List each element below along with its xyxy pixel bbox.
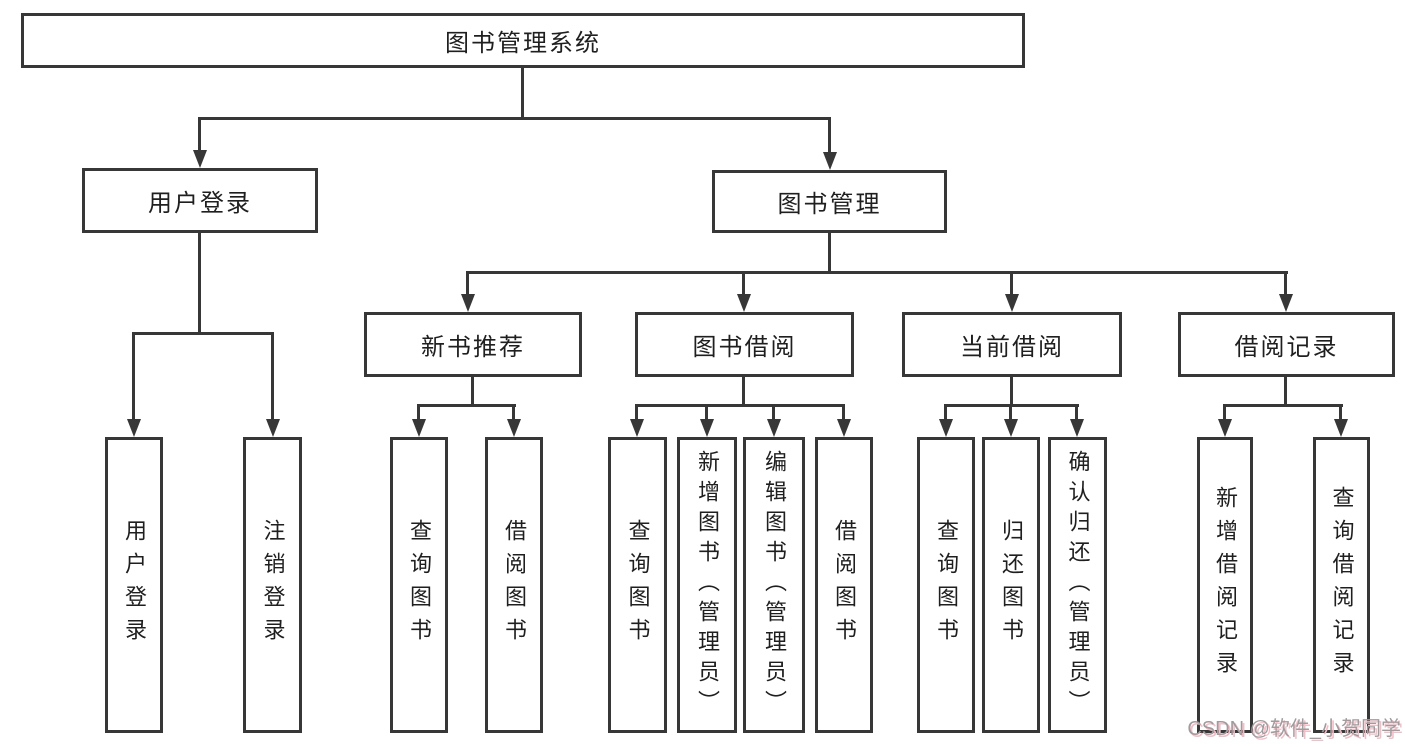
connector-line [512, 404, 515, 421]
connector-line [1009, 404, 1012, 421]
node-borrow-records: 借阅记录 [1178, 312, 1395, 377]
node-label: 图书借阅 [692, 334, 797, 361]
leaf-borrow-books-recommend: 借阅图书 [485, 437, 543, 733]
connector-line [1075, 404, 1078, 421]
leaf-query-books-recommend: 查询图书 [390, 437, 448, 733]
arrow-down-icon [939, 419, 953, 437]
leaf-confirm-return-admin: 确认归还（管理员） [1048, 437, 1107, 733]
arrow-down-icon [193, 150, 207, 168]
arrow-down-icon [412, 419, 426, 437]
connector-line [1284, 271, 1287, 296]
node-label: 新书推荐 [421, 334, 525, 361]
leaf-label: 编辑图书（管理员） [762, 450, 787, 720]
arrow-down-icon [1218, 419, 1232, 437]
leaf-label: 新增图书（管理员） [695, 450, 720, 720]
leaf-query-books-borrowing: 查询图书 [608, 437, 667, 733]
node-label: 借阅记录 [1234, 334, 1339, 361]
connector-line [198, 117, 201, 152]
arrow-down-icon [1070, 419, 1084, 437]
leaf-add-borrow-record: 新增借阅记录 [1197, 437, 1253, 733]
connector-line [828, 117, 831, 154]
connector-line [271, 332, 274, 421]
connector-line [705, 404, 708, 421]
leaf-label: 查询图书 [407, 519, 432, 651]
node-book-borrowing: 图书借阅 [635, 312, 854, 377]
arrow-down-icon [1004, 419, 1018, 437]
connector-line [1339, 404, 1342, 421]
leaf-label: 查询图书 [625, 519, 651, 651]
connector-branch [417, 404, 516, 407]
node-library-system: 图书管理系统 [21, 13, 1025, 68]
leaf-return-books: 归还图书 [982, 437, 1040, 733]
leaf-query-borrow-record: 查询借阅记录 [1313, 437, 1370, 733]
connector-line [842, 404, 845, 421]
connector-root-branch [198, 117, 831, 120]
arrow-down-icon [127, 419, 141, 437]
leaf-label: 新增借阅记录 [1213, 486, 1238, 684]
arrow-down-icon [737, 294, 751, 312]
arrow-down-icon [630, 419, 644, 437]
leaf-add-books-admin: 新增图书（管理员） [677, 437, 737, 733]
connector-line [944, 404, 947, 421]
connector-line [1010, 271, 1013, 296]
connector-line [417, 404, 420, 421]
node-current-borrowing: 当前借阅 [902, 312, 1122, 377]
leaf-label: 归还图书 [999, 519, 1024, 651]
arrow-down-icon [837, 419, 851, 437]
arrow-down-icon [1005, 294, 1019, 312]
leaf-label: 用户登录 [122, 519, 147, 651]
arrow-down-icon [461, 294, 475, 312]
connector-line [471, 377, 474, 407]
node-user-login: 用户登录 [82, 168, 318, 233]
node-new-book-recommend: 新书推荐 [364, 312, 582, 377]
leaf-borrow-books: 借阅图书 [815, 437, 873, 733]
connector-line [466, 271, 469, 296]
connector-line [1010, 377, 1013, 407]
leaf-query-books-current: 查询图书 [917, 437, 975, 733]
arrow-down-icon [507, 419, 521, 437]
connector-line [772, 404, 775, 421]
node-label: 图书管理系统 [445, 30, 601, 57]
connector-line [742, 271, 745, 296]
connector-branch [1223, 404, 1343, 407]
arrow-down-icon [1334, 419, 1348, 437]
connector-branch [132, 332, 274, 335]
node-label: 用户登录 [148, 190, 252, 217]
connector-line [1284, 377, 1287, 407]
leaf-label: 借阅图书 [832, 519, 857, 651]
connector-line [198, 233, 201, 335]
leaf-user-login: 用户登录 [105, 437, 163, 733]
arrow-down-icon [266, 419, 280, 437]
node-label: 图书管理 [777, 191, 882, 218]
connector-root-stem [521, 68, 524, 120]
csdn-watermark: CSDN @软件_小贺同学 [1187, 718, 1401, 740]
leaf-label: 查询借阅记录 [1329, 486, 1355, 684]
node-book-management: 图书管理 [712, 170, 947, 233]
leaf-logout: 注销登录 [243, 437, 302, 733]
node-label: 当前借阅 [960, 334, 1064, 361]
connector-line [132, 332, 135, 421]
connector-branch [635, 404, 845, 407]
leaf-label: 确认归还（管理员） [1065, 450, 1091, 720]
arrow-down-icon [767, 419, 781, 437]
connector-branch [466, 271, 1288, 274]
connector-line [828, 233, 831, 274]
connector-line [635, 404, 638, 421]
arrow-down-icon [1279, 294, 1293, 312]
leaf-edit-books-admin: 编辑图书（管理员） [743, 437, 805, 733]
connector-line [742, 377, 745, 407]
leaf-label: 借阅图书 [502, 519, 527, 651]
connector-line [1223, 404, 1226, 421]
leaf-label: 注销登录 [260, 519, 286, 651]
leaf-label: 查询图书 [934, 519, 959, 651]
arrow-down-icon [700, 419, 714, 437]
arrow-down-icon [823, 152, 837, 170]
